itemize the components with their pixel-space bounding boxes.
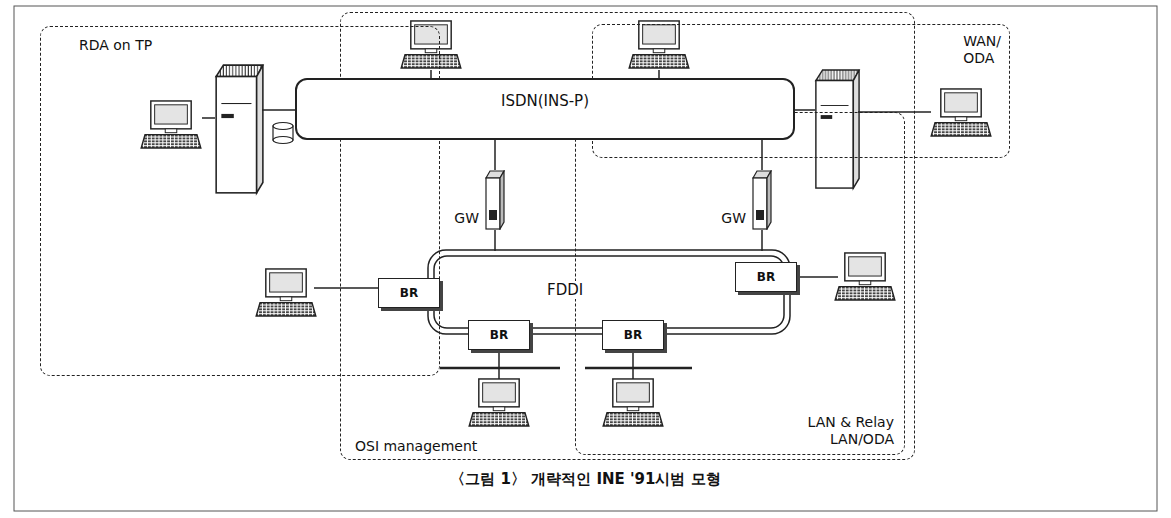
lan-bus xyxy=(440,367,560,370)
network-wire xyxy=(632,350,634,368)
network-wire xyxy=(632,368,634,379)
node-label: BR xyxy=(400,286,418,300)
figure-caption: 〈그림 1〉 개략적인 INE '91시범 모형 xyxy=(0,470,1171,489)
bridge-box: BR xyxy=(468,320,530,350)
bridge-box: BR xyxy=(735,262,797,292)
network-wire xyxy=(761,230,763,251)
network-link xyxy=(494,140,496,170)
gateway-icon-body xyxy=(486,178,500,229)
gateway-icon-side xyxy=(500,171,504,229)
gateway-device: GW xyxy=(752,170,772,230)
ring-label: FDDI xyxy=(545,281,585,299)
workstation-icon xyxy=(256,269,316,316)
node-label: BR xyxy=(624,328,642,342)
disk-icon xyxy=(273,123,293,130)
network-wire xyxy=(494,230,496,251)
gateway-icon-body xyxy=(753,178,767,229)
gateway-icon-panel xyxy=(756,210,764,220)
host-tower-icon xyxy=(216,65,263,193)
fddi-ring xyxy=(434,256,784,328)
lan-bus xyxy=(585,367,692,370)
host-tower-icon xyxy=(216,65,859,193)
network-wire xyxy=(314,287,380,289)
network-link xyxy=(761,140,763,170)
gateway-label: GW xyxy=(454,210,479,226)
node-label: BR xyxy=(757,270,775,284)
region-label: RDA on TP xyxy=(77,37,154,54)
network-wire xyxy=(498,350,500,368)
figure-frame xyxy=(14,6,1157,511)
gateway-icon xyxy=(752,170,772,230)
disk-icon xyxy=(273,123,293,144)
disk-icon xyxy=(273,137,293,144)
lan-bus xyxy=(440,367,692,370)
node-label: BR xyxy=(490,328,508,342)
workstation-icon xyxy=(835,253,895,300)
workstation-icon xyxy=(931,89,991,136)
isdn-network-box: ISDN(INS-P) xyxy=(295,78,795,140)
node-label: ISDN(INS-P) xyxy=(297,80,793,110)
workstation-icon xyxy=(629,21,689,68)
workstation-icon xyxy=(401,21,461,68)
region-label: WAN/ ODA xyxy=(961,33,1003,67)
workstation-icon xyxy=(469,379,529,426)
network-wire xyxy=(202,117,215,119)
bridge-box: BR xyxy=(378,278,440,308)
network-wire xyxy=(202,70,931,379)
gateway-icon-panel xyxy=(489,210,497,220)
network-wire xyxy=(797,276,838,278)
workstation-icon xyxy=(141,101,201,148)
bridge-box: BR xyxy=(602,320,664,350)
region-label: LAN & Relay LAN/ODA xyxy=(792,414,896,448)
workstation-icon xyxy=(141,21,991,426)
gateway-icon xyxy=(485,170,505,230)
gateway-device: GW xyxy=(485,170,505,230)
gateway-icon-side xyxy=(767,171,771,229)
host-tower-icon xyxy=(816,70,859,188)
workstation-icon xyxy=(603,379,663,426)
gateway-label: GW xyxy=(721,210,746,226)
network-wire xyxy=(498,368,500,379)
region-label: OSI management xyxy=(353,438,479,455)
